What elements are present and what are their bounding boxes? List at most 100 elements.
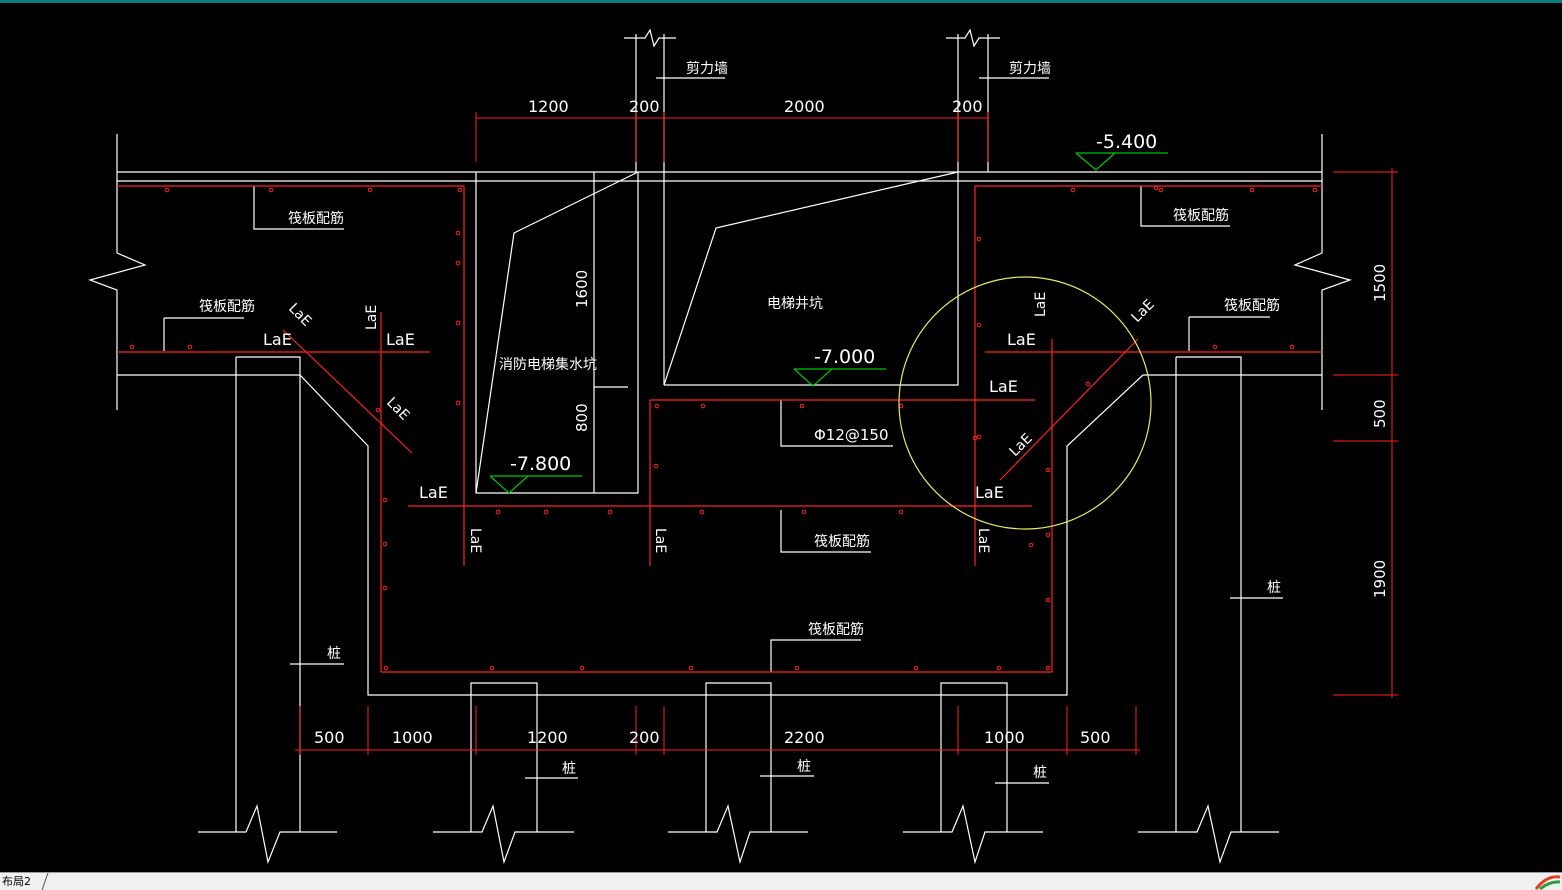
rebar-dot [375, 407, 381, 413]
dim-bottom-500-left: 500 [314, 728, 345, 747]
rebar-dot [913, 665, 919, 671]
lae-v-3: LaE [467, 528, 483, 553]
rebar-dot [382, 585, 388, 591]
rebar-dot [976, 322, 982, 328]
elevation-top: -5.400 [1096, 131, 1157, 153]
label-raft-rebar-1: 筏板配筋 [288, 210, 344, 227]
rebar-dot [489, 665, 495, 671]
rebar-dot [799, 403, 805, 409]
rebar-dot [1045, 467, 1051, 473]
dim-inner-800: 800 [573, 403, 591, 432]
label-shear-wall-left: 剪力墙 [686, 61, 728, 77]
rebar-dot [699, 509, 705, 515]
dimension-lines [295, 112, 1398, 755]
rebar-dot [1249, 187, 1255, 193]
rebar-dot [1070, 187, 1076, 193]
label-elevator-pit: 电梯井坑 [767, 296, 823, 312]
label-pile-3: 桩 [562, 760, 576, 777]
lae-v-4: LaE [652, 528, 668, 553]
label-pile-2: 桩 [1267, 579, 1281, 596]
label-fire-elevator-sump: 消防电梯集水坑 [499, 356, 597, 373]
lae-h-5: LaE [419, 483, 448, 502]
label-raft-rebar-6: 筏板配筋 [808, 621, 864, 638]
rebar-dot [1028, 542, 1034, 548]
rebar-dot [1153, 185, 1159, 191]
rebar-dot [1312, 187, 1318, 193]
rebar-dot [898, 509, 904, 515]
rebar-dot [129, 344, 135, 350]
rebar-dot [543, 509, 549, 515]
lae-v-1: LaE [364, 305, 380, 330]
elevation-sump: -7.800 [510, 453, 571, 475]
dim-top-200-left: 200 [629, 97, 660, 116]
rebar-dot [700, 403, 706, 409]
rebar-dot [972, 435, 978, 441]
rebar-dot [382, 541, 388, 547]
rebar-dot [976, 434, 982, 440]
lae-h-3: LaE [1007, 330, 1036, 349]
lae-h-4: LaE [989, 377, 1018, 396]
rebar-dot [1158, 187, 1164, 193]
rebar-dot [1085, 381, 1091, 387]
dim-bottom-200: 200 [629, 728, 660, 747]
rebar-dot [164, 187, 170, 193]
rebar-dot [1212, 344, 1218, 350]
label-raft-rebar-5: 筏板配筋 [814, 533, 870, 550]
lae-v-5: LaE [975, 528, 991, 553]
label-pile-4: 桩 [797, 758, 811, 775]
lae-v-2: LaE [1033, 292, 1049, 317]
elevation-markers [489, 152, 1168, 494]
canvas-top-border [0, 0, 1562, 3]
rebar-dot [1289, 344, 1295, 350]
rebar-dot [579, 665, 585, 671]
dim-vert-500: 500 [1371, 399, 1389, 428]
dim-bottom-2200: 2200 [784, 728, 825, 747]
rebar-dot [268, 187, 274, 193]
dim-bottom-500-right: 500 [1080, 728, 1111, 747]
rebar-dot [654, 403, 660, 409]
rebar-dot [457, 187, 463, 193]
layout-tab-2[interactable]: 布局2 [2, 875, 31, 888]
label-raft-rebar-2: 筏板配筋 [1173, 207, 1229, 224]
rebar-dot [996, 665, 1002, 671]
dim-bottom-1200: 1200 [527, 728, 568, 747]
highlight-circle[interactable] [898, 276, 1152, 530]
tab-slant-divider [41, 873, 49, 890]
dim-vert-1900: 1900 [1371, 560, 1389, 598]
label-raft-rebar-3: 筏板配筋 [199, 298, 255, 315]
rebar-dot [383, 665, 389, 671]
dim-bottom-1000-right: 1000 [984, 728, 1025, 747]
rebar-dot [1045, 665, 1051, 671]
elevation-pit: -7.000 [814, 346, 875, 368]
label-pile-5: 桩 [1033, 764, 1047, 781]
rebar-dot [367, 187, 373, 193]
dim-top-200-right: 200 [952, 97, 983, 116]
rebar-dot [495, 509, 501, 515]
lae-h-1: LaE [263, 330, 292, 349]
rebar-dot [976, 236, 982, 242]
rebar-dot [455, 320, 461, 326]
dim-vert-1500: 1500 [1371, 264, 1389, 302]
cad-drawing-canvas[interactable]: 1200 200 2000 200 500 1000 1200 200 2200… [0, 3, 1562, 872]
layout-tab-bar: 布局2 [0, 872, 1562, 890]
app-logo-icon [1534, 875, 1561, 890]
rebar-dot [382, 497, 388, 503]
rebar-dot [794, 665, 800, 671]
rebar-dots [129, 185, 1318, 671]
dim-top-1200: 1200 [528, 97, 569, 116]
rebar-dot [1045, 532, 1051, 538]
rebar-dot [607, 509, 613, 515]
rebar-dot [455, 400, 461, 406]
rebar-dot [1045, 597, 1051, 603]
lae-h-2: LaE [386, 330, 415, 349]
label-pile-1: 桩 [327, 645, 341, 662]
label-rebar-spec: Φ12@150 [814, 426, 889, 444]
rebar-dot [653, 463, 659, 469]
rebar-dot [801, 509, 807, 515]
dim-top-2000: 2000 [784, 97, 825, 116]
rebar-dot [455, 230, 461, 236]
rebar-dot [455, 260, 461, 266]
label-raft-rebar-4: 筏板配筋 [1224, 297, 1280, 314]
dim-inner-1600: 1600 [573, 270, 591, 308]
rebar-dot [187, 344, 193, 350]
